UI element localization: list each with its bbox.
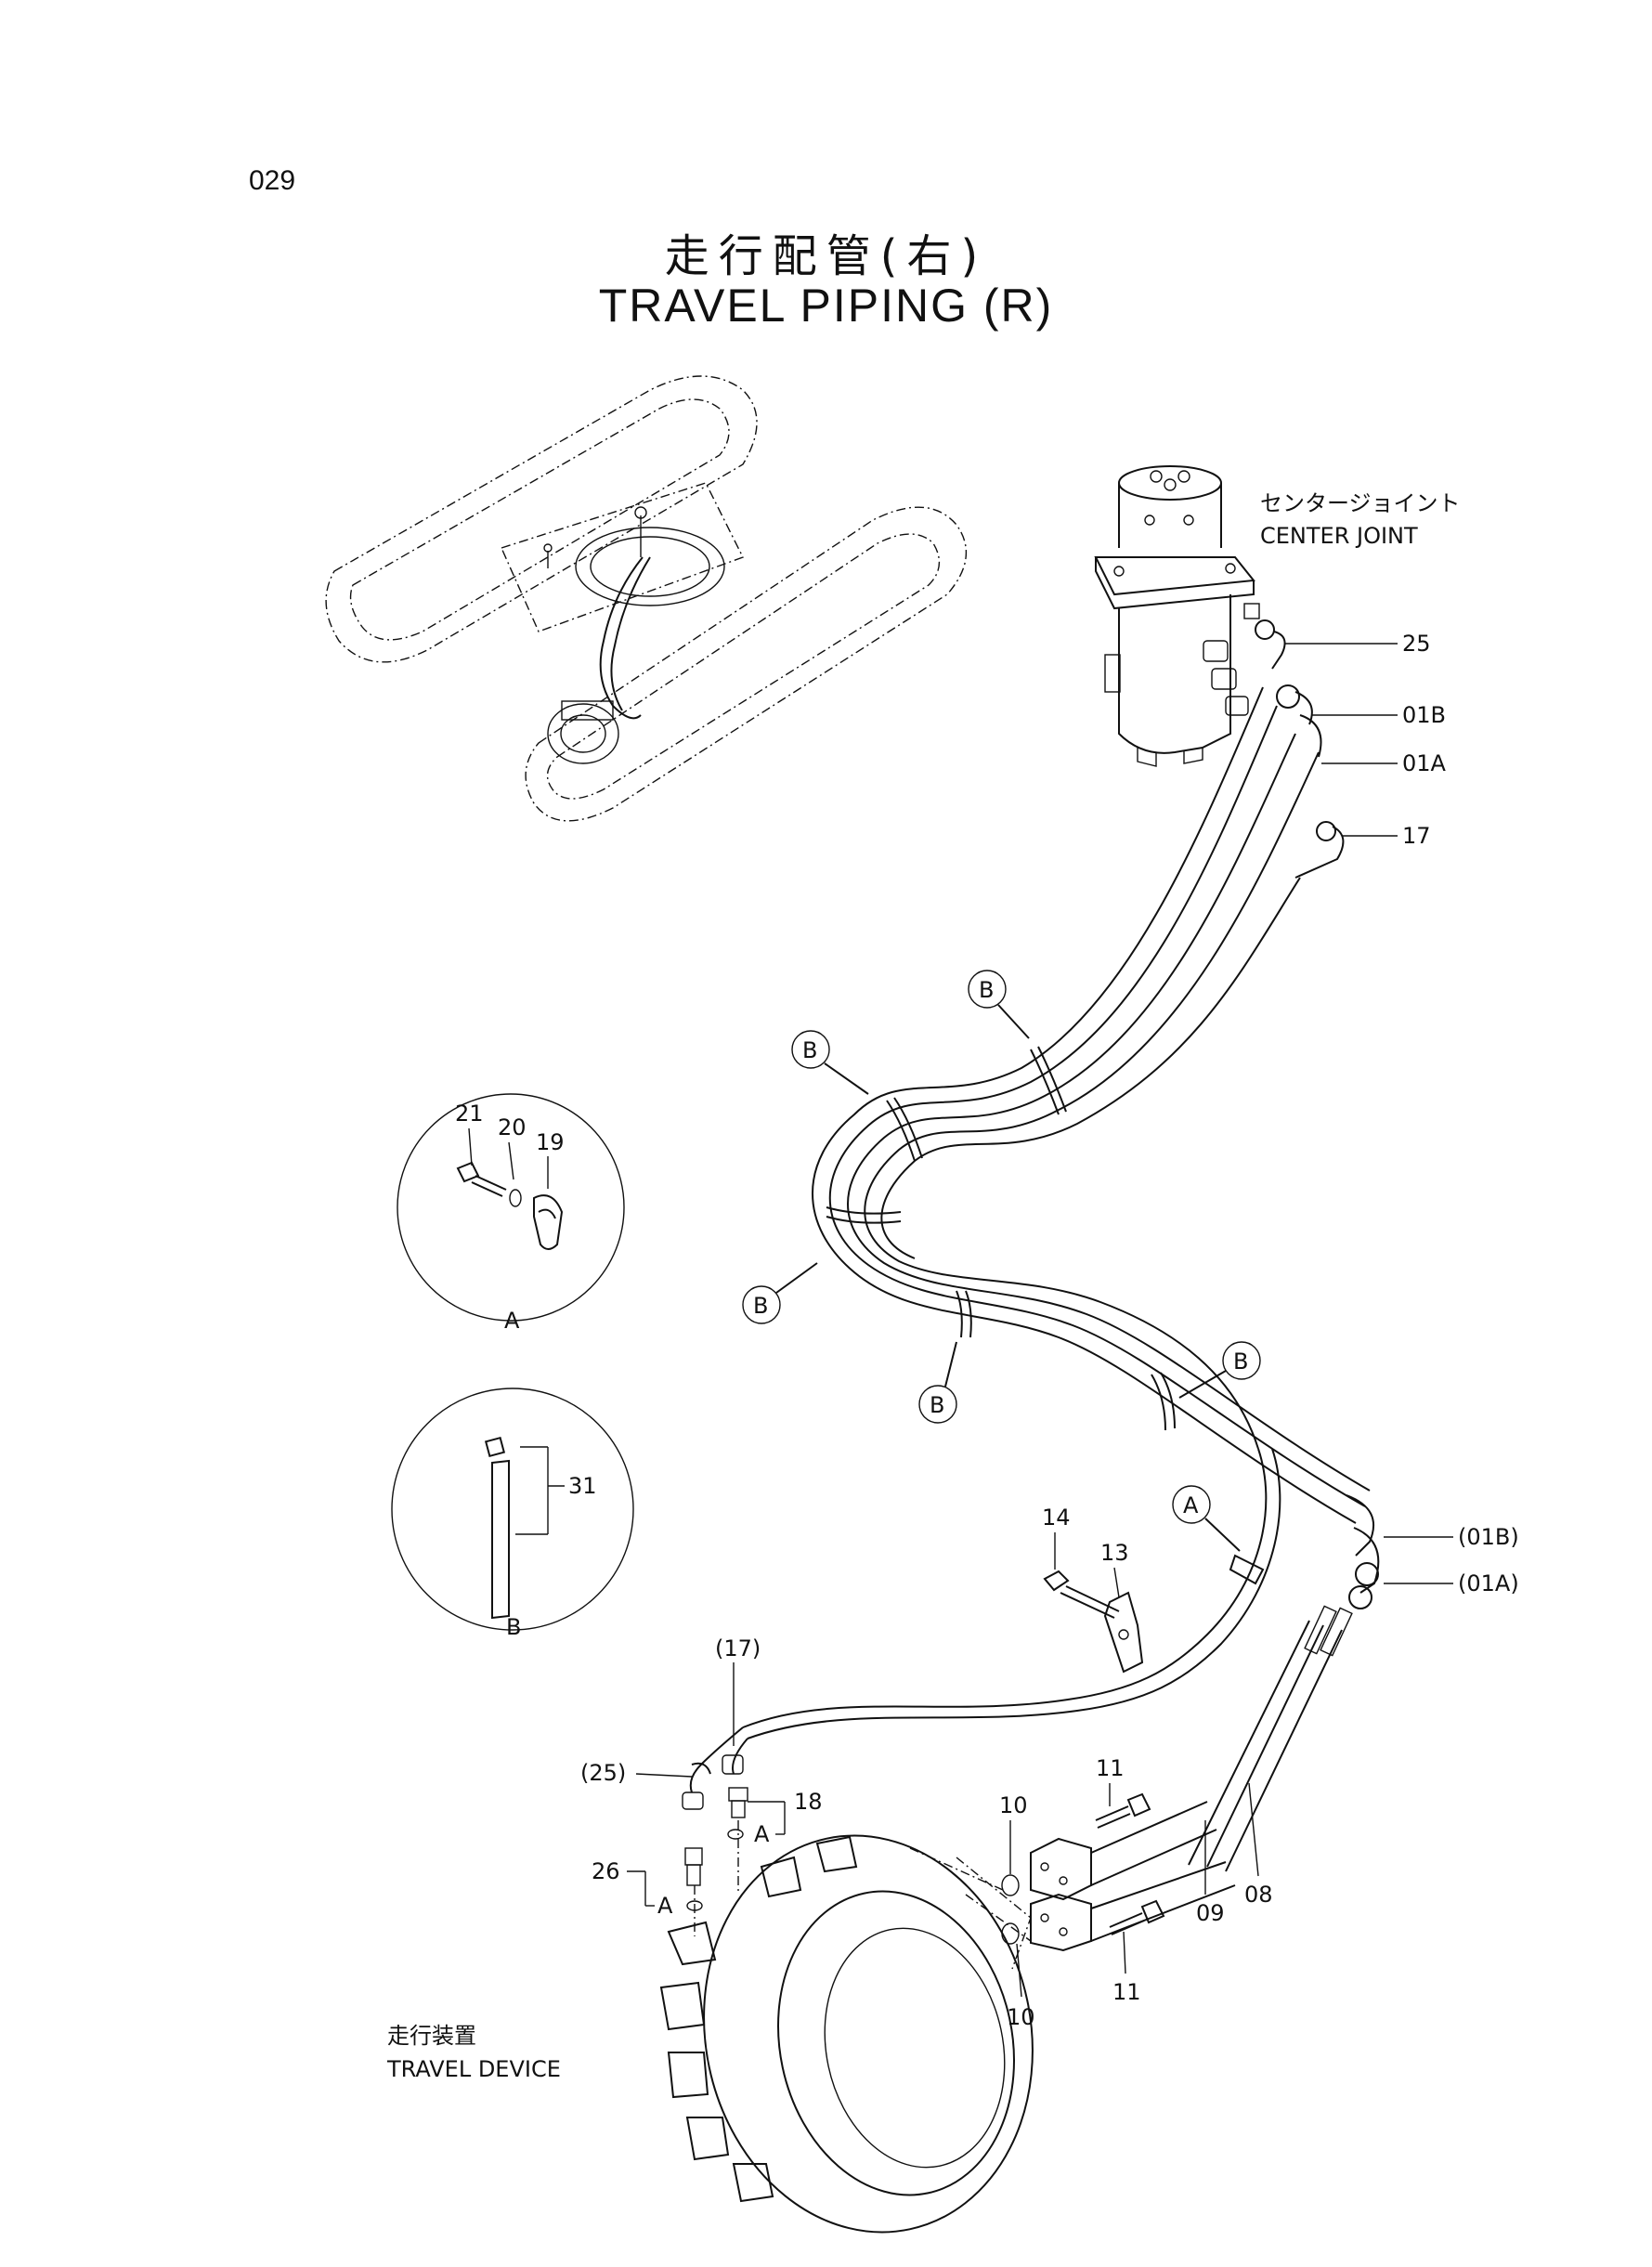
part-11-bottom-label: 11	[1112, 1979, 1141, 2005]
detail-b-label: B	[506, 1614, 521, 1640]
callout-B-3: B	[753, 1293, 768, 1319]
travel-device-label-jp: 走行装置	[387, 2023, 476, 2049]
callouts: B B B B B A	[742, 970, 1261, 1552]
detail-a-ref-18: A	[754, 1821, 770, 1847]
callout-B-4: B	[930, 1392, 944, 1418]
part-14-label: 14	[1042, 1505, 1071, 1531]
part-01A-label: 01A	[1402, 750, 1447, 776]
travel-device-fittings: (17) (25) 18 A 26 A	[580, 1635, 823, 1936]
detail-view-b: 31 B	[391, 1388, 634, 1640]
part-01B-ref-label: (01B)	[1458, 1524, 1519, 1550]
center-joint-label-en: CENTER JOINT	[1260, 523, 1418, 549]
center-joint: センタージョイント CENTER JOINT	[1094, 465, 1461, 767]
part-20-label: 20	[498, 1114, 527, 1140]
detail-a-ref-26: A	[657, 1893, 673, 1919]
part-26-label: 26	[592, 1858, 620, 1884]
part-18-label: 18	[794, 1789, 823, 1815]
part-01A-ref-label: (01A)	[1458, 1570, 1519, 1596]
part-10-top-label: 10	[999, 1792, 1028, 1818]
callout-B-2: B	[802, 1037, 817, 1063]
part-17-label: 17	[1402, 823, 1431, 849]
flange-connections: 10 10 11 11 09 08	[999, 1755, 1273, 2030]
center-joint-fittings: 25 01B 01A 17	[1255, 619, 1447, 879]
page-number: 029	[249, 165, 296, 196]
part-08-label: 08	[1244, 1882, 1273, 1908]
hose-bundle: (01B) (01A)	[742, 686, 1519, 1872]
detail-view-a: 21 20 19 A	[397, 1093, 625, 1334]
travel-device-label-en: TRAVEL DEVICE	[386, 2056, 561, 2082]
part-17-ref-label: (17)	[715, 1635, 761, 1661]
part-11-top-label: 11	[1096, 1755, 1125, 1781]
callout-A: A	[1183, 1492, 1199, 1518]
title-english: TRAVEL PIPING (R)	[598, 280, 1054, 332]
part-09-label: 09	[1196, 1900, 1225, 1926]
part-10-bottom-label: 10	[1007, 2004, 1035, 2030]
part-13-label: 13	[1100, 1540, 1129, 1566]
clamp-13-assembly: 14 13	[1042, 1505, 1144, 1674]
travel-device: 走行装置 TRAVEL DEVICE	[386, 1834, 1034, 2234]
part-19-label: 19	[536, 1129, 565, 1155]
part-01B-label: 01B	[1402, 702, 1446, 728]
part-31-label: 31	[568, 1473, 597, 1499]
undercarriage-overview	[325, 375, 968, 822]
detail-a-label: A	[504, 1308, 520, 1334]
part-21-label: 21	[455, 1101, 484, 1127]
center-joint-label-jp: センタージョイント	[1260, 490, 1461, 516]
part-25-label: 25	[1402, 631, 1431, 657]
callout-B-5: B	[1233, 1348, 1248, 1375]
part-25-ref-label: (25)	[580, 1760, 626, 1786]
callout-B-1: B	[979, 977, 994, 1003]
title-japanese: 走行配管(右)	[664, 230, 988, 282]
